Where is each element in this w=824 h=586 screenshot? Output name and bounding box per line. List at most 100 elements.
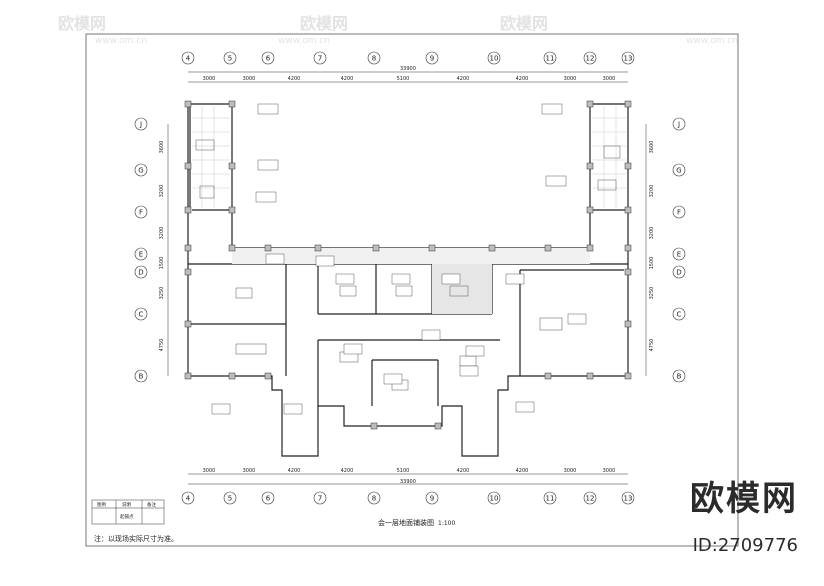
row-bubble-J: J [134, 117, 148, 131]
dimension-labels: 3000 3000 3000 3000 4200 4200 4200 4200 5100 5100… [159, 76, 655, 474]
row-bubble-J: J [672, 117, 686, 131]
column-bubble-6-label: 6 [266, 55, 271, 63]
column-bubble-4: 4 [181, 51, 195, 65]
legend-header-2: 说明 [122, 501, 131, 508]
watermark: 欧模网 [500, 14, 549, 33]
row-bubble-J-label: J [677, 121, 680, 129]
column-bubble-13: 13 [621, 51, 635, 65]
row-bubble-G: G [134, 163, 148, 177]
watermark: 欧模网 [300, 14, 349, 33]
watermark-url: www.om.cn [686, 36, 738, 46]
watermark-url: www.om.cn [95, 36, 147, 46]
column-bubble-4-label: 4 [186, 495, 191, 503]
column-bubble-9-label: 9 [430, 495, 434, 503]
dimension-label: 4200 [341, 468, 354, 474]
dimension-label: 3000 [203, 76, 216, 82]
row-bubble-B: B [134, 369, 148, 383]
row-bubble-E-label: E [677, 251, 681, 259]
dimension-label: 5100 [397, 468, 410, 474]
row-bubble-F-label: F [139, 209, 143, 217]
row-bubble-E-label: E [139, 251, 143, 259]
row-bubble-C: C [134, 307, 148, 321]
column-bubble-11: 11 [543, 51, 557, 65]
room-tag-boxes [211, 103, 587, 415]
row-bubble-C-label: C [139, 311, 144, 319]
side-dimension-label: 1500 [649, 257, 655, 270]
legend-header-3: 备注 [147, 501, 156, 508]
column-bubble-7-label: 7 [318, 495, 322, 503]
column-bubble-11-label: 11 [546, 495, 555, 503]
side-dimension-label: 3600 [649, 141, 655, 154]
row-bubble-D-label: D [676, 269, 681, 277]
dimension-label: 3000 [564, 76, 577, 82]
column-bubble-7: 7 [313, 51, 327, 65]
column-bubble-12: 12 [583, 491, 597, 505]
dimension-label: 3000 [203, 468, 216, 474]
row-bubble-D-label: D [138, 269, 143, 277]
column-bubble-7: 7 [313, 491, 327, 505]
dimension-label: 3000 [603, 468, 616, 474]
watermark: 欧模网 [58, 14, 107, 33]
side-dimension-label: 4750 [649, 339, 655, 352]
structural-columns [184, 100, 632, 430]
tile-grid-left [192, 106, 230, 208]
tile-grid-right [592, 106, 626, 208]
legend-header-1: 图例 [97, 501, 106, 508]
row-bubble-F: F [672, 205, 686, 219]
row-bubble-C: C [672, 307, 686, 321]
legend-table [91, 499, 165, 525]
side-dimension-label: 1500 [159, 257, 165, 270]
row-bubble-B-label: B [139, 373, 144, 381]
column-bubble-7-label: 7 [318, 55, 322, 63]
row-bubble-D: D [134, 265, 148, 279]
column-bubble-8-label: 8 [372, 495, 376, 503]
column-bubble-10: 10 [487, 51, 501, 65]
brand-logo-text: 欧模网 [690, 479, 798, 519]
dimension-label: 4200 [288, 76, 301, 82]
dimension-label: 5100 [397, 76, 410, 82]
furniture [195, 139, 621, 391]
column-bubble-6-label: 6 [266, 495, 271, 503]
column-bubble-10-label: 10 [490, 55, 499, 63]
column-bubble-11-label: 11 [546, 55, 555, 63]
side-dimension-label: 3200 [649, 227, 655, 240]
row-bubble-F-label: F [677, 209, 681, 217]
dimension-label: 4200 [457, 468, 470, 474]
side-dimension-label: 3600 [159, 141, 165, 154]
drawing-note: 注：以现场实际尺寸为准。 [94, 535, 178, 543]
sheet-border [85, 33, 739, 547]
side-dimension-label: 3200 [159, 227, 165, 240]
column-bubble-5: 5 [223, 491, 237, 505]
row-bubble-B: B [672, 369, 686, 383]
row-bubble-J-label: J [139, 121, 142, 129]
drawing-scale: 1:100 [438, 520, 456, 527]
column-bubble-9: 9 [425, 51, 439, 65]
dimension-label: 4200 [341, 76, 354, 82]
column-bubble-8-label: 8 [372, 55, 376, 63]
side-dimension-label: 4750 [159, 339, 165, 352]
dimension-label: 4200 [516, 76, 529, 82]
corridor-fill [232, 248, 590, 264]
column-bubble-6: 6 [261, 491, 275, 505]
column-bubble-9: 9 [425, 491, 439, 505]
row-bubble-E: E [672, 247, 686, 261]
bottom-dimension [188, 473, 628, 485]
column-bubble-5: 5 [223, 51, 237, 65]
dimension-label: 3000 [243, 468, 256, 474]
dimension-label: 3000 [564, 468, 577, 474]
brand-id: ID:2709776 [692, 535, 798, 556]
row-bubble-B-label: B [677, 373, 682, 381]
column-bubble-4-label: 4 [186, 55, 191, 63]
column-bubble-13-label: 13 [624, 495, 633, 503]
total-dimension-top: 33900 [400, 66, 416, 72]
column-bubble-8: 8 [367, 51, 381, 65]
row-bubble-C-label: C [677, 311, 682, 319]
dimension-label: 3000 [243, 76, 256, 82]
column-bubble-12: 12 [583, 51, 597, 65]
column-bubble-9-label: 9 [430, 55, 434, 63]
